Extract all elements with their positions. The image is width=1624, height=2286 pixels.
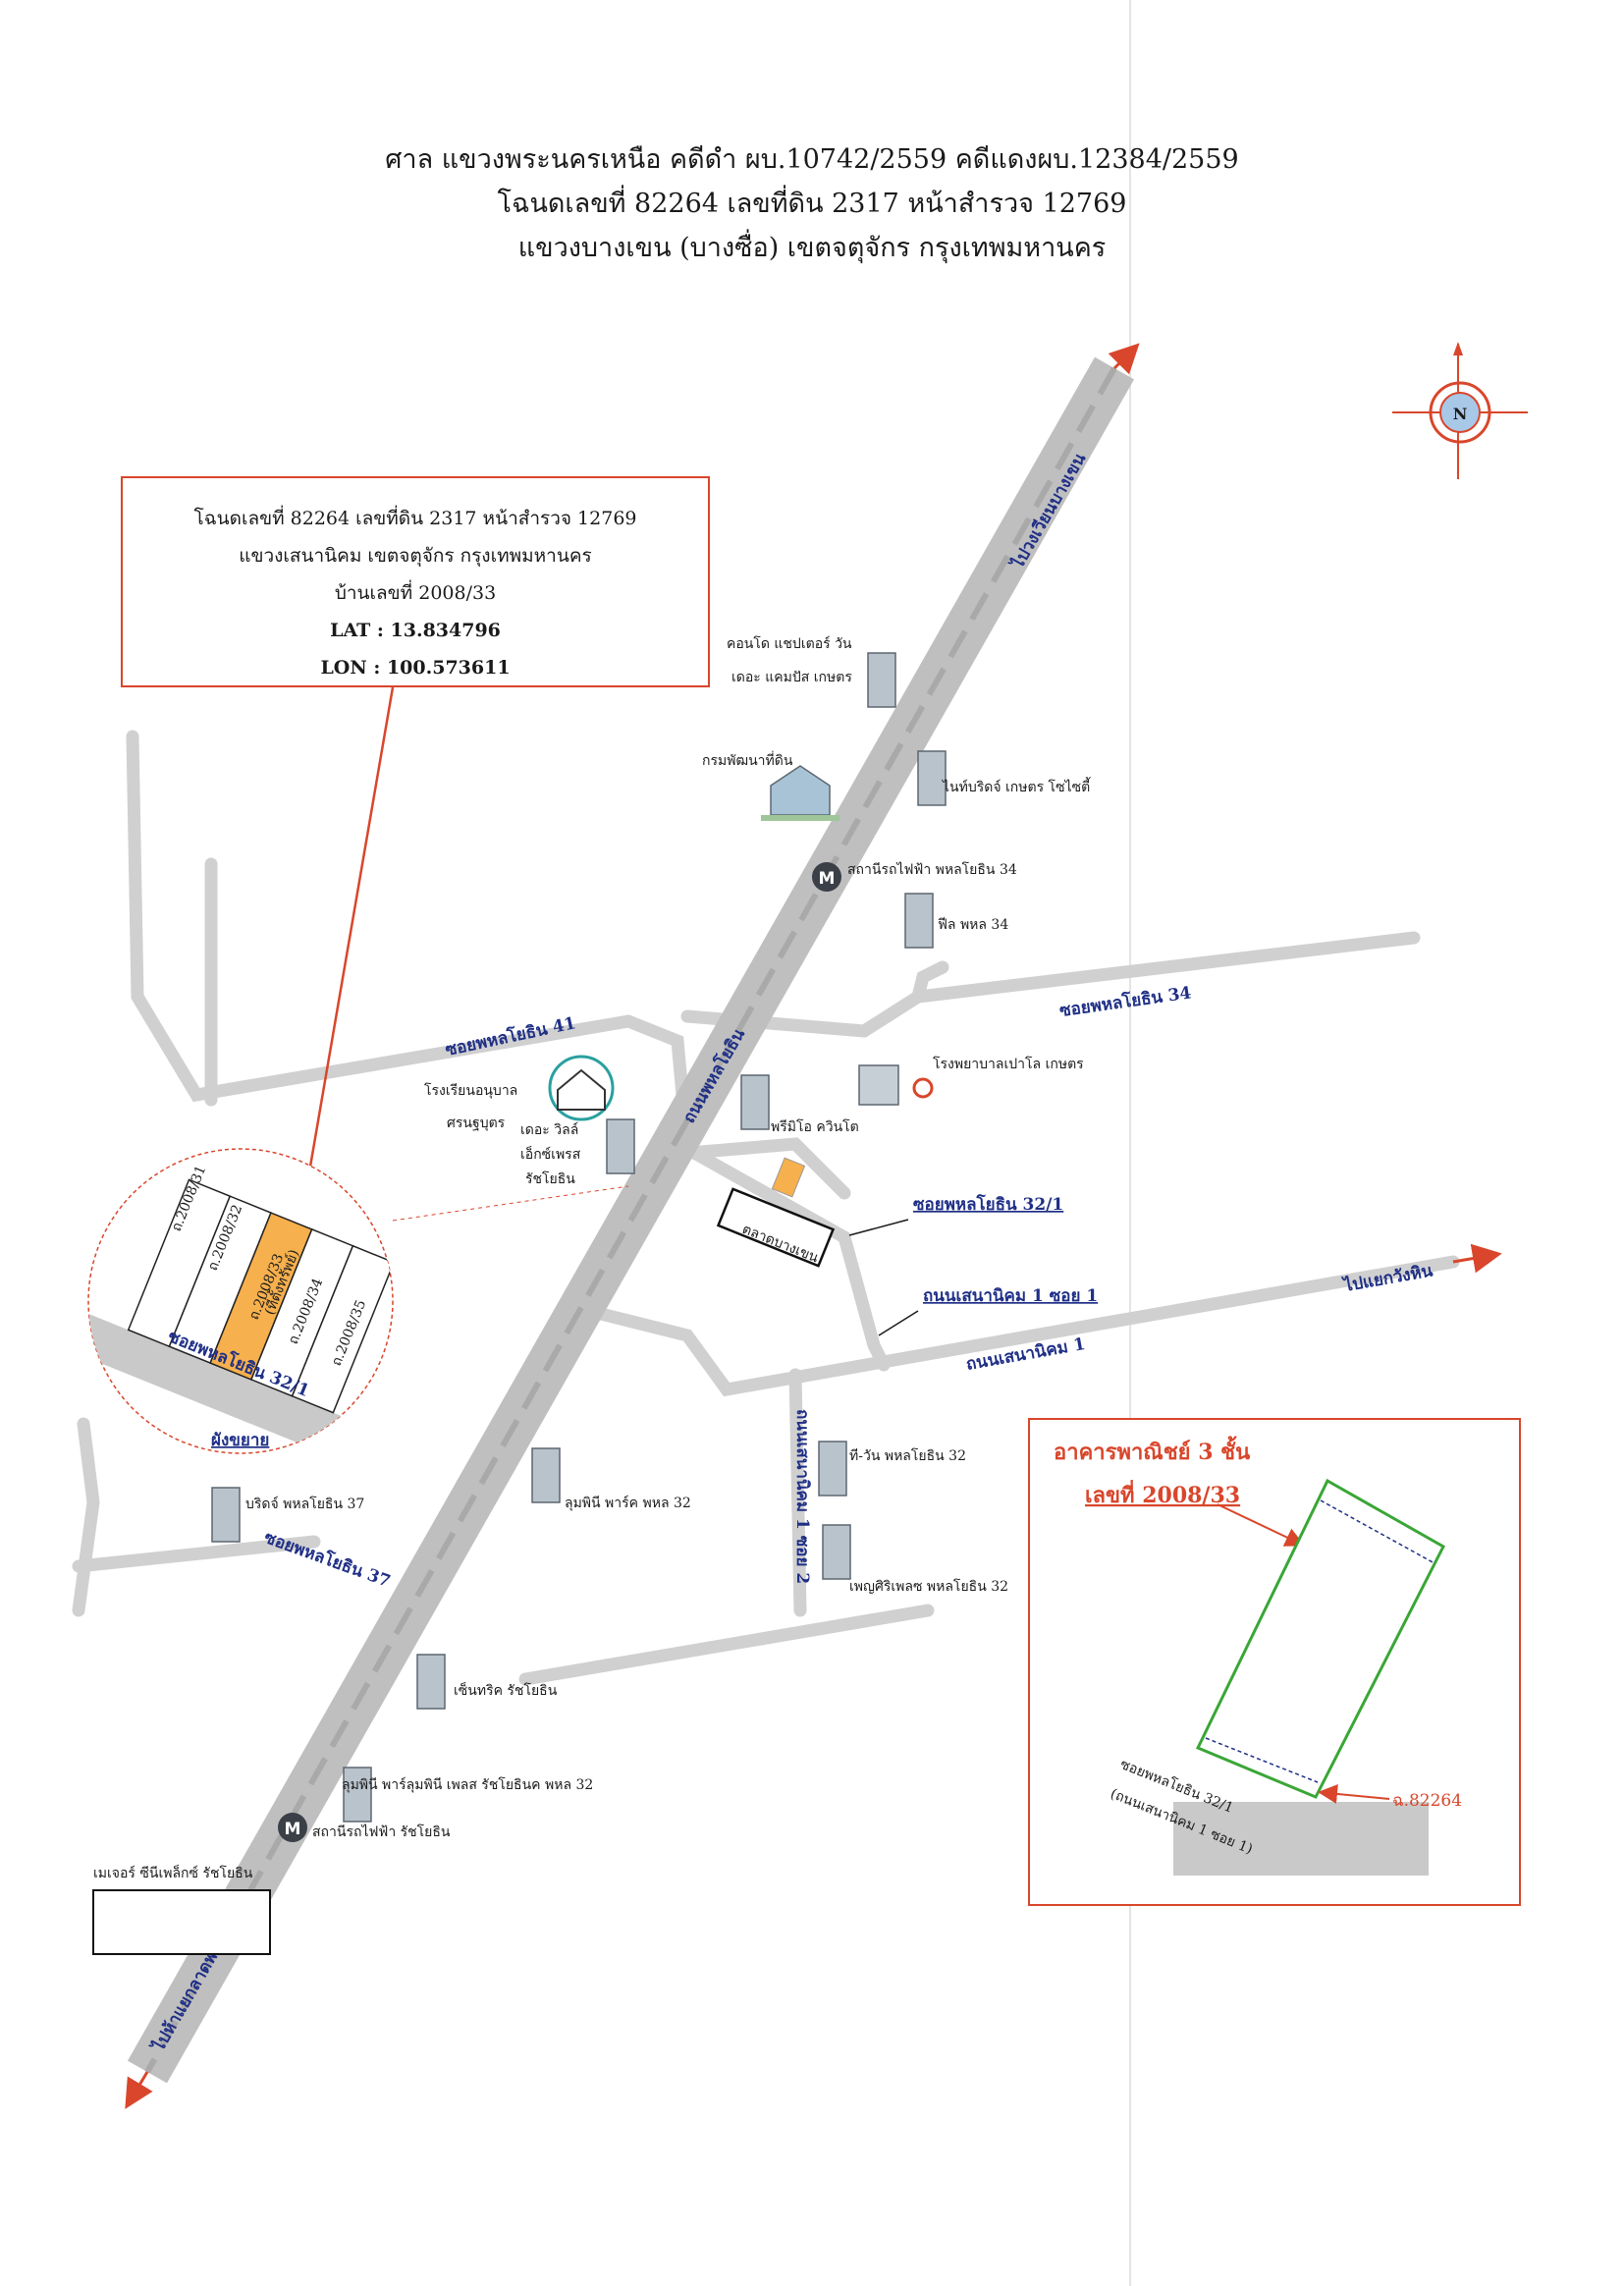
secondary-roads: [72, 730, 1460, 1686]
building-t-one-icon: [818, 1441, 847, 1497]
building-knightsbridge-icon: [917, 750, 947, 806]
sena-nikhom-1-road: [582, 1255, 1460, 1397]
metro-ratchayothin-icon: M: [278, 1813, 307, 1842]
building-the-will-icon: [606, 1118, 635, 1174]
chewathai-label: เพญศิริเพลซ พหลโยธิน 32: [849, 1578, 1008, 1595]
map-title: ศาล แขวงพระนครเหนือ คดีดำ ผบ.10742/2559 …: [0, 137, 1624, 270]
title-line-location: แขวงบางเขน (บางซื่อ) เขตจตุจักร กรุงเทพม…: [517, 233, 1107, 263]
kindergarten-label-1: โรงเรียนอนุบาล: [424, 1082, 517, 1099]
detail-plot-outline: [1195, 1478, 1445, 1799]
lower-connector-road: [518, 1604, 935, 1686]
building-condo-chapter-icon: [867, 652, 896, 708]
lumpini-park-label: ลุมพินี พาร์ค พหล 32: [565, 1495, 691, 1511]
detail-number: เลขที่ 2008/33: [1085, 1479, 1240, 1508]
info-district-line: แขวงเสนานิคม เขตจตุจักร กรุงเทพมหานคร: [239, 545, 592, 567]
bridge-37-label: บริดจ์ พหลโยธิน 37: [245, 1496, 364, 1512]
soi-1-leader: [878, 1310, 919, 1336]
condo-chapter-one-label-2: เดอะ แคมปัส เกษตร: [731, 670, 852, 685]
land-dept-label: กรมพัฒนาที่ดิน: [702, 751, 793, 769]
metro-ratchayothin-letter: M: [285, 1820, 301, 1839]
metro-phahon-34-icon: M: [812, 862, 841, 892]
soi-37-road: [72, 1535, 321, 1573]
title-line-deed: โฉนดเลขที่ 82264 เลขที่ดิน 2317 หน้าสำรว…: [497, 189, 1127, 219]
to-wang-hin-label: ไปแยกวังหิน: [1340, 1260, 1435, 1296]
compass-rose-icon: N: [1392, 342, 1528, 479]
info-deed-line: โฉนดเลขที่ 82264 เลขที่ดิน 2317 หน้าสำรว…: [193, 508, 637, 529]
property-info-box: โฉนดเลขที่ 82264 เลขที่ดิน 2317 หน้าสำรว…: [121, 476, 710, 687]
page-fold: [1129, 0, 1131, 2286]
bts-ratchayothin-label: สถานีรถไฟฟ้า รัชโยธิน: [312, 1823, 451, 1840]
kindergarten-label-2: ศรนฐบุตร: [447, 1116, 506, 1131]
building-bridge-37-icon: [211, 1487, 241, 1543]
inset-plot-35: [291, 1244, 396, 1414]
detail-title: อาคารพาณิชย์ 3 ชั้น: [1054, 1436, 1250, 1465]
soi-34-label: ซอยพหลโยธิน 34: [1058, 982, 1193, 1021]
centric-label: เซ็นทริค รัชโยธิน: [454, 1681, 558, 1699]
building-centric-icon: [416, 1654, 446, 1710]
t-one-label: ที-วัน พหลโยธิน 32: [849, 1447, 966, 1464]
lumpini-place-label: ลุมพินี พาร์ลุมพินี เพลส รัชโยธินค พหล 3…: [342, 1776, 593, 1793]
plot-location-marker: [771, 1157, 806, 1198]
sena-nikhom-soi-1-label: ถนนเสนานิคม 1 ซอย 1: [923, 1286, 1098, 1306]
soi-34-branch: [911, 960, 949, 1004]
title-line-court: ศาล แขวงพระนครเหนือ คดีดำ ผบ.10742/2559 …: [385, 144, 1239, 175]
land-dept-house-icon: [761, 765, 839, 821]
metro-phahon-34-letter: M: [819, 869, 836, 889]
inset-connector-line: [392, 1185, 629, 1222]
info-house-number: บ้านเลขที่ 2008/33: [334, 582, 497, 604]
condo-chapter-one-label-1: คอนโด แชปเตอร์ วัน: [727, 635, 852, 652]
compass-north-letter: N: [1453, 405, 1468, 423]
plot-inset-map: ถ.2008/31 ถ.2008/32 ถ.2008/33 (ที่ตั้งทร…: [49, 1148, 629, 1468]
soi-41-road: [126, 730, 635, 1103]
detail-road-strip: [1173, 1802, 1429, 1876]
soi-32-1-road: [622, 1014, 891, 1372]
soi-41-label: ซอยพหลโยธิน 41: [444, 1012, 578, 1061]
building-chewathai-icon: [822, 1524, 851, 1580]
premio-label: พรีมิโอ ควินโต: [771, 1118, 859, 1135]
the-will-label-3: รัชโยธิน: [525, 1170, 575, 1187]
soi-37-label: ซอยพหลโยธิน 37: [261, 1527, 393, 1592]
hospital-icon: [858, 1064, 934, 1106]
building-feel-icon: [904, 893, 934, 949]
building-premio-icon: [740, 1074, 770, 1130]
market-loop-road: [671, 1137, 851, 1200]
detail-plot-front-line: [1320, 1499, 1435, 1564]
the-will-label-2: เอ็กซ์เพรส: [520, 1145, 581, 1163]
building-lumpini-park-icon: [531, 1447, 561, 1503]
the-will-label-1: เดอะ วิลล์: [520, 1121, 578, 1138]
inset-caption: ผังขยาย: [211, 1431, 269, 1450]
sena-nikhom-soi-2-label: ถนนเสนานิคม 1 ซอย 2: [792, 1409, 812, 1584]
detail-deed-pointer: [1318, 1783, 1390, 1804]
building-detail-box: อาคารพาณิชย์ 3 ชั้น เลขที่ 2008/33 ซอยพห…: [1028, 1418, 1521, 1906]
info-longitude: LON : 100.573611: [320, 657, 511, 679]
building-icons: [211, 652, 947, 1823]
soi-34-road: [680, 931, 1421, 1038]
knightsbridge-label: ไนท์บริดจ์ เกษตร โซไซตี้: [942, 777, 1091, 795]
feel-phahol-label: ฟีล พหล 34: [938, 917, 1008, 933]
sena-nikhom-1-soi-2-road: [788, 1368, 807, 1617]
soi-32-1-label: ซอยพหลโยธิน 32/1: [913, 1194, 1063, 1215]
hospital-label: โรงพยาบาลเปาโล เกษตร: [933, 1056, 1084, 1072]
info-latitude: LAT : 13.834796: [330, 620, 501, 641]
inset-road-strip: [49, 1304, 375, 1468]
major-cineplex-box: [92, 1889, 271, 1955]
arrow-east-icon: [1452, 1243, 1502, 1274]
school-icon: [548, 1055, 615, 1121]
detail-number-pointer: [1217, 1503, 1306, 1547]
bts-phahon-34-label: สถานีรถไฟฟ้า พหลโยธิน 34: [847, 861, 1017, 878]
major-label: เมเจอร์ ซีนีเพล็กซ์ รัชโยธิน: [93, 1864, 253, 1881]
arrow-north-icon: [1108, 343, 1140, 375]
phahon-yothin-main-road: [127, 356, 1135, 2084]
building-lumpini-place-icon: [343, 1767, 372, 1823]
far-west-road: [72, 1417, 100, 1617]
detail-deed-label: ฉ.82264: [1392, 1791, 1462, 1811]
soi-32-1-leader: [848, 1219, 909, 1236]
arrow-south-icon: [125, 2071, 153, 2109]
